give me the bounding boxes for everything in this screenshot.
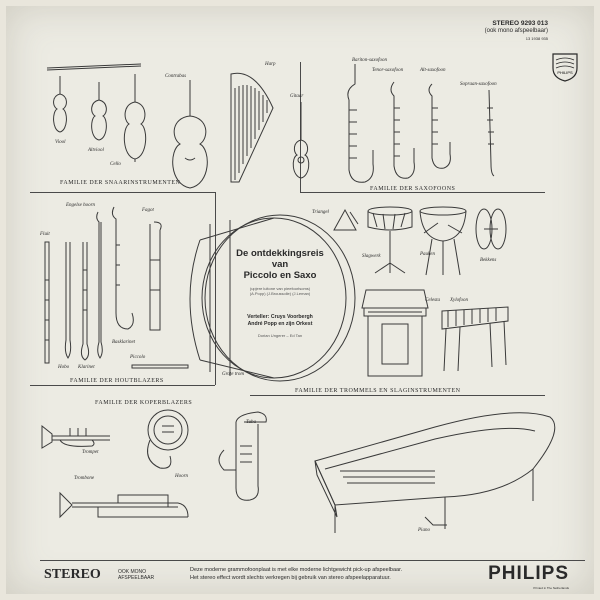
label-tuba: Tuba (246, 420, 257, 425)
label-harp: Harp (265, 62, 276, 67)
viola-icon (91, 82, 107, 141)
mono-line-1: OOK MONO (118, 569, 147, 575)
trumpet-icon (41, 424, 110, 449)
label-bekkens: Bekkens (480, 258, 497, 263)
rule-strings-bottom (30, 192, 215, 193)
french-horn-icon (147, 409, 189, 469)
label-viool: Viool (55, 140, 66, 145)
cello-icon (123, 74, 147, 162)
philips-shield-icon: PHILIPS (552, 53, 578, 82)
catalog-block: STEREO 9293 013 (ook mono afspeelbaar) 1… (485, 20, 548, 43)
rule-sax-bottom (300, 192, 545, 193)
album-credits: Verteller: Cruys Voorbergh André Popp en… (215, 314, 345, 327)
guitar-icon (292, 102, 310, 179)
label-fagot: Fagot (142, 208, 154, 213)
label-alt-saxofoon: Alt-saxofoon (420, 68, 446, 73)
catalog-number: STEREO 9293 013 (492, 20, 548, 27)
oboe-icon (64, 242, 72, 359)
rule-woodwind-bottom (30, 385, 215, 386)
printed-in-note: Printed in The Netherlands (533, 586, 569, 590)
narrator-credit: Verteller: Cruys Voorbergh (247, 314, 313, 320)
grand-piano-icon (314, 412, 556, 533)
timpani-icon (419, 206, 467, 276)
english-horn-icon (96, 211, 103, 359)
label-hoorn: Hoorn (175, 474, 189, 479)
label-fluit: Fluit (40, 232, 50, 237)
cymbals-icon (475, 208, 507, 250)
label-grote-trom: Grote trom (222, 372, 244, 377)
celesta-icon (361, 289, 429, 377)
code-number: 13 1938 935 (525, 36, 548, 41)
mono-note: (ook mono afspeelbaar) (484, 28, 548, 34)
notice-line-1: Deze moderne grammofoonplaat is met elke… (190, 567, 403, 573)
mono-line-2: AFSPEELBAAR (118, 575, 155, 581)
caption-strings: FAMILIE DER SNAARINSTRUMENTEN (60, 180, 181, 186)
subtitle-line-1: (upjere luitone van pieefoorlsoms) (249, 286, 311, 291)
label-basklarinet: Basklarinet (112, 340, 136, 345)
bow-icon (46, 63, 142, 71)
label-sopraan-saxofoon: Sopraan-saxofoon (460, 82, 497, 87)
label-gitaar: Gitaar (290, 94, 304, 99)
rule-woodwind-right (215, 192, 216, 385)
bass-clarinet-icon (111, 206, 134, 330)
xylophone-icon (441, 306, 509, 372)
title-line-1: De ontdekkingsreis (236, 248, 324, 259)
alto-sax-icon (428, 83, 451, 169)
rule-percussion-bottom (250, 395, 545, 396)
label-celesta: Celesta (425, 298, 440, 303)
orchestra-credit: André Popp en zijn Orkest (247, 320, 313, 327)
label-tenor-saxofoon: Tenor-saxofoon (372, 68, 404, 73)
tenor-sax-icon (390, 81, 415, 179)
footer-mono-note: OOK MONO AFSPEELBAAR (118, 569, 154, 581)
clarinet-icon (80, 242, 90, 361)
bass-drum-icon (189, 214, 356, 382)
caption-woodwinds: FAMILIE DER HOUTBLAZERS (70, 378, 164, 384)
harp-icon (230, 72, 274, 183)
label-altviool: Altviool (88, 148, 104, 153)
label-trombone: Trombone (74, 476, 95, 481)
label-cello: Cello (110, 162, 121, 167)
emblem-text: PHILIPS (557, 70, 573, 75)
label-piano: Piano (418, 528, 430, 533)
title-line-2: van (271, 259, 289, 270)
contrabass-icon (172, 80, 208, 189)
label-xylofoon: Xylofoon (450, 298, 469, 303)
label-engelse-hoorn: Engelse hoorn (66, 203, 96, 208)
label-pauken: Pauken (420, 252, 435, 257)
producer-credit: Dorian Ungerer – Ed Tan (257, 333, 303, 338)
caption-percussion: FAMILIE DER TROMMELS EN SLAGINSTRUMENTEN (295, 388, 461, 394)
notice-line-2: Het stereo effect wordt slechts verkrege… (190, 575, 391, 581)
violin-icon (53, 76, 67, 133)
footer-bar: STEREO OOK MONO AFSPEELBAAR Deze moderne… (40, 560, 585, 590)
playback-notice: Deze moderne grammofoonplaat is met elke… (190, 566, 490, 582)
album-title: De ontdekkingsreis van Piccolo en Saxo (215, 248, 345, 281)
baritone-sax-icon (347, 64, 374, 183)
footer-stereo: STEREO (44, 567, 101, 582)
trombone-icon (59, 491, 189, 519)
philips-logo: PHILIPS (488, 563, 569, 584)
title-line-3: Piccolo en Saxo (243, 270, 317, 281)
label-contrabas: Contrabas (165, 74, 187, 79)
label-klarinet: Klarinet (78, 365, 95, 370)
caption-brass: FAMILIE DER KOPERBLAZERS (95, 400, 193, 406)
label-trompet: Trompet (82, 450, 99, 455)
snare-drum-icon (367, 206, 413, 274)
album-subtitle: (upjere luitone van pieefoorlsoms) (A.Po… (215, 286, 345, 296)
label-bariton-saxofoon: Bariton-saxofoon (352, 58, 387, 63)
tuba-icon (218, 411, 267, 501)
label-piccolo: Piccolo (130, 355, 146, 360)
flute-icon (44, 241, 50, 364)
label-hobo: Hobo (58, 365, 70, 370)
subtitle-line-2: (A.Popp) (J.Broussolle) (J.Leman) (249, 291, 311, 296)
label-triangel: Triangel (312, 210, 329, 215)
caption-saxophones: FAMILIE DER SAXOFOONS (370, 186, 456, 192)
triangle-icon (333, 208, 359, 231)
bassoon-icon (149, 221, 162, 331)
label-slagwerk: Slagwerk (362, 254, 381, 259)
piccolo-icon (131, 364, 189, 369)
soprano-sax-icon (487, 89, 495, 177)
